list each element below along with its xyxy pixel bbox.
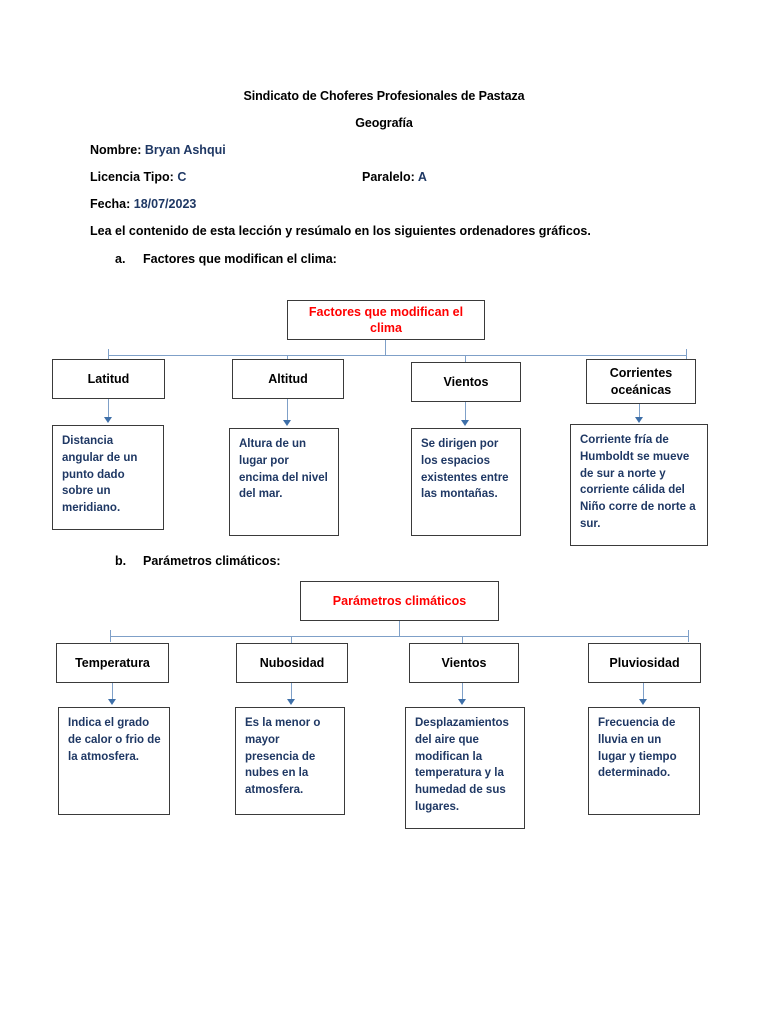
field-nombre-value: Bryan Ashqui xyxy=(144,143,226,157)
diagram-b-branch-label-1: Temperatura xyxy=(75,655,150,670)
field-nombre-label: Nombre: xyxy=(90,143,142,157)
diagram-b-bus xyxy=(110,636,688,638)
field-licencia-value: C xyxy=(177,170,187,184)
document-institution-title: Sindicato de Choferes Profesionales de P… xyxy=(243,89,525,103)
diagram-b-detail-text-4: Frecuencia de lluvia en un lugar y tiemp… xyxy=(598,717,677,780)
section-a-label: Factores que modifican el clima: xyxy=(143,252,337,266)
diagram-b-arrow-1 xyxy=(108,699,116,705)
diagram-a-bus xyxy=(108,355,686,357)
diagram-a-title-stem xyxy=(385,340,387,356)
diagram-a-title-text: Factores que modifican el clima xyxy=(308,304,464,336)
diagram-b-branch-box-3: Vientos xyxy=(409,643,519,683)
diagram-a-detail-box-1: Distancia angular de un punto dado sobre… xyxy=(52,425,164,530)
diagram-a-branch-box-4: Corrientes oceánicas xyxy=(586,359,696,404)
diagram-a-drop-4 xyxy=(686,349,688,361)
diagram-a-detail-box-2: Altura de un lugar por encima del nivel … xyxy=(229,428,339,536)
diagram-a-detail-box-3: Se dirigen por los espacios existentes e… xyxy=(411,428,521,536)
diagram-a-drop-3 xyxy=(465,355,467,365)
diagram-a-detail-box-4: Corriente fría de Humboldt se mueve de s… xyxy=(570,424,708,546)
field-paralelo-value: A xyxy=(417,170,427,184)
diagram-b-link-1 xyxy=(112,683,114,700)
diagram-b-branch-label-4: Pluviosidad xyxy=(609,655,680,670)
diagram-b-detail-box-4: Frecuencia de lluvia en un lugar y tiemp… xyxy=(588,707,700,815)
diagram-a-link-1 xyxy=(108,399,110,418)
diagram-a-link-3 xyxy=(465,402,467,421)
diagram-b-title-box: Parámetros climáticos xyxy=(300,581,499,621)
diagram-b-detail-text-3: Desplazamientos del aire que modifican l… xyxy=(415,717,509,813)
diagram-b-branch-box-1: Temperatura xyxy=(56,643,169,683)
field-licencia-label: Licencia Tipo: xyxy=(90,170,174,184)
section-b-heading: b. Parámetros climáticos: xyxy=(115,554,281,568)
field-fecha-value: 18/07/2023 xyxy=(133,197,197,211)
diagram-b-detail-box-2: Es la menor o mayor presencia de nubes e… xyxy=(235,707,345,815)
diagram-a-branch-box-2: Altitud xyxy=(232,359,344,399)
diagram-b-arrow-3 xyxy=(458,699,466,705)
field-fecha-label: Fecha: xyxy=(90,197,131,211)
diagram-a-branch-box-1: Latitud xyxy=(52,359,165,399)
field-paralelo: Paralelo: A xyxy=(362,170,427,184)
diagram-a-detail-text-3: Se dirigen por los espacios existentes e… xyxy=(421,438,509,501)
diagram-b-drop-2 xyxy=(291,636,293,646)
document-subject-title: Geografía xyxy=(355,116,413,130)
section-b-marker: b. xyxy=(115,554,127,568)
diagram-a-arrow-1 xyxy=(104,417,112,423)
diagram-b-detail-text-2: Es la menor o mayor presencia de nubes e… xyxy=(245,717,321,797)
diagram-a-arrow-3 xyxy=(461,420,469,426)
section-a-marker: a. xyxy=(115,252,126,266)
diagram-b-drop-1 xyxy=(110,630,112,642)
field-nombre: Nombre: Bryan Ashqui xyxy=(90,143,226,157)
diagram-a-branch-label-3: Vientos xyxy=(443,374,489,389)
field-paralelo-label: Paralelo: xyxy=(362,170,415,184)
diagram-b-detail-box-1: Indica el grado de calor o frio de la at… xyxy=(58,707,170,815)
diagram-b-branch-label-3: Vientos xyxy=(441,655,487,670)
diagram-a-title-box: Factores que modifican el clima xyxy=(287,300,485,340)
diagram-a-branch-label-1: Latitud xyxy=(87,371,130,386)
diagram-a-arrow-2 xyxy=(283,420,291,426)
instruction-text: Lea el contenido de esta lección y resúm… xyxy=(90,224,591,238)
diagram-b-branch-label-2: Nubosidad xyxy=(259,655,325,670)
diagram-a-branch-box-3: Vientos xyxy=(411,362,521,402)
section-b-label: Parámetros climáticos: xyxy=(143,554,281,568)
section-a-heading: a. Factores que modifican el clima: xyxy=(115,252,337,266)
diagram-a-link-4 xyxy=(639,404,641,418)
diagram-a-link-2 xyxy=(287,399,289,421)
diagram-a-drop-1 xyxy=(108,349,110,361)
diagram-b-detail-text-1: Indica el grado de calor o frio de la at… xyxy=(68,717,161,763)
field-licencia-tipo: Licencia Tipo: C xyxy=(90,170,186,184)
diagram-a-detail-text-4: Corriente fría de Humboldt se mueve de s… xyxy=(580,434,696,530)
diagram-b-title-stem xyxy=(399,621,401,637)
diagram-b-arrow-2 xyxy=(287,699,295,705)
diagram-b-title-text: Parámetros climáticos xyxy=(332,593,467,608)
diagram-a-detail-text-1: Distancia angular de un punto dado sobre… xyxy=(62,435,138,515)
diagram-b-branch-box-4: Pluviosidad xyxy=(588,643,701,683)
diagram-b-link-4 xyxy=(643,683,645,700)
diagram-a-branch-label-2: Altitud xyxy=(268,371,308,386)
diagram-b-link-2 xyxy=(291,683,293,700)
diagram-b-detail-box-3: Desplazamientos del aire que modifican l… xyxy=(405,707,525,829)
diagram-b-link-3 xyxy=(462,683,464,700)
diagram-b-drop-3 xyxy=(462,636,464,646)
diagram-a-arrow-4 xyxy=(635,417,643,423)
diagram-a-detail-text-2: Altura de un lugar por encima del nivel … xyxy=(239,438,328,501)
field-fecha: Fecha: 18/07/2023 xyxy=(90,197,196,211)
diagram-a-branch-label-4: Corrientes oceánicas xyxy=(609,366,673,397)
diagram-b-arrow-4 xyxy=(639,699,647,705)
diagram-b-branch-box-2: Nubosidad xyxy=(236,643,348,683)
diagram-b-drop-4 xyxy=(688,630,690,642)
